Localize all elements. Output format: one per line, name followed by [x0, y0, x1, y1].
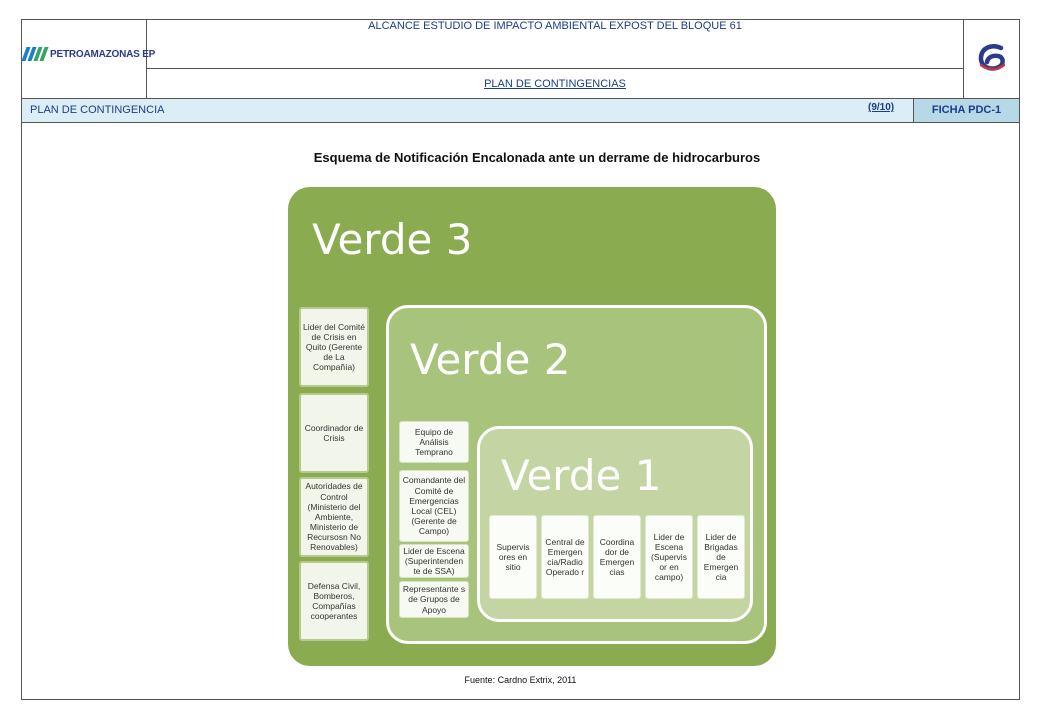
section-name: PLAN DE CONTINGENCIA	[30, 104, 165, 116]
box-item: Autoridades de Control (Ministerio del A…	[299, 477, 369, 557]
source-note: Fuente: Cardno Extrix, 2011	[464, 675, 577, 685]
header-divider-middle	[146, 68, 963, 69]
diagram-heading: Esquema de Notificación Encalonada ante …	[313, 150, 761, 165]
company-name: PETROAMAZONAS EP	[50, 48, 156, 60]
bar-divider	[21, 122, 1020, 123]
cardno-g-logo-icon	[965, 38, 1019, 78]
level-title: Verde 3	[312, 215, 473, 264]
header-divider-left	[146, 19, 147, 99]
box-item: Supervis ores en sitio	[489, 515, 537, 599]
box-item: Representante s de Grupos de Apoyo	[399, 581, 469, 618]
company-logo: PETROAMAZONAS EP	[21, 47, 156, 61]
box-item: Coordinador de Crisis	[299, 393, 369, 473]
box-item: Defensa Civil, Bomberos, Compañías coope…	[299, 561, 369, 641]
level-title: Verde 1	[501, 451, 662, 500]
box-item: Lider de Escena (Supervis or en campo)	[645, 515, 693, 599]
page-frame	[21, 19, 1020, 700]
level-title: Verde 2	[410, 335, 571, 384]
header-divider-right	[963, 19, 964, 99]
document-title: ALCANCE ESTUDIO DE IMPACTO AMBIENTAL EXP…	[368, 20, 742, 32]
box-item: Lider del Comité de Crisis en Quito (Ger…	[299, 307, 369, 387]
sheet-code: FICHA PDC-1	[913, 99, 1019, 122]
box-item: Equipo de Análisis Temprano	[399, 421, 469, 463]
box-item: Coordina dor de Emergen cias	[593, 515, 641, 599]
header-divider-bottom	[21, 98, 1020, 99]
page-indicator: (9/10)	[868, 102, 895, 113]
document-subtitle: PLAN DE CONTINGENCIAS	[484, 78, 626, 90]
box-item: Central de Emergen cia/Radio Operado r	[541, 515, 589, 599]
section-bar	[22, 99, 1019, 122]
box-item: Comandante del Comité de Emergencias Loc…	[399, 470, 469, 542]
level-verde-1: Verde 1 Supervis ores en sitio Central d…	[477, 426, 753, 622]
logo-stripes-icon	[21, 47, 49, 61]
box-item: Lider de Brigadas de Emergen cia	[697, 515, 745, 599]
box-item: Lider de Escena (Superintenden te de SSA…	[399, 544, 469, 578]
